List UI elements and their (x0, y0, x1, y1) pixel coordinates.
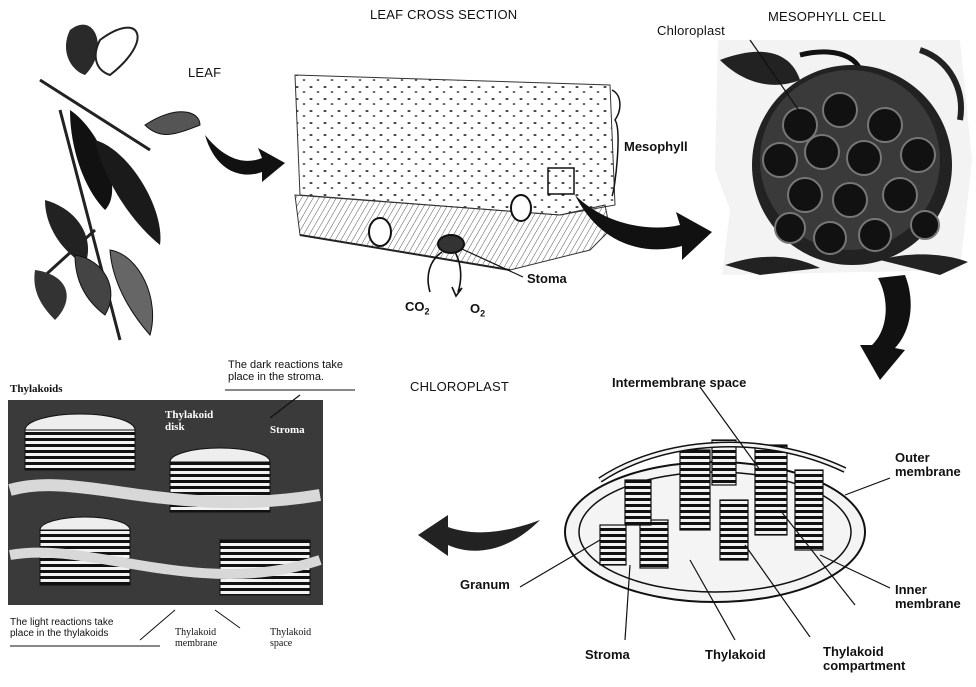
label-thylakoid-compartment: Thylakoid compartment (823, 645, 905, 672)
arrow-chloroplast-to-inset (418, 515, 540, 556)
label-co2: CO2 (405, 300, 430, 317)
leaf-cross-section-illustration (295, 75, 620, 270)
label-granum: Granum (460, 578, 510, 592)
label-intermembrane-space: Intermembrane space (612, 376, 746, 390)
label-thylakoid-bottom: Thylakoid (705, 648, 766, 662)
label-dark-reactions: The dark reactions take place in the str… (228, 360, 343, 383)
label-mesophyll: Mesophyll (624, 140, 688, 154)
label-thylakoid-disk: Thylakoid disk (165, 410, 213, 433)
label-mesophyll-cell: MESOPHYLL CELL (768, 10, 886, 24)
label-stroma-inset: Stroma (270, 425, 305, 437)
arrow-leaf-to-section (205, 135, 285, 182)
label-leaf: LEAF (188, 66, 221, 80)
label-stroma-bottom: Stroma (585, 648, 630, 662)
label-leaf-cross-section: LEAF CROSS SECTION (370, 8, 517, 22)
label-o2: O2 (470, 302, 485, 319)
leaf-branch-illustration (34, 25, 200, 340)
label-stoma: Stoma (527, 272, 567, 286)
label-chloroplast-top: Chloroplast (657, 24, 725, 38)
mesophyll-cell-illustration (715, 40, 972, 275)
label-light-reactions: The light reactions take place in the th… (10, 618, 113, 639)
label-thylakoids: Thylakoids (10, 384, 63, 396)
label-chloroplast-title: CHLOROPLAST (410, 380, 509, 394)
label-thylakoid-membrane: Thylakoid membrane (175, 628, 217, 649)
chloroplast-illustration (565, 440, 865, 602)
label-thylakoid-space: Thylakoid space (270, 628, 311, 649)
label-inner-membrane: Inner membrane (895, 583, 961, 610)
label-outer-membrane: Outer membrane (895, 451, 961, 478)
arrow-cell-to-chloroplast (860, 275, 911, 380)
